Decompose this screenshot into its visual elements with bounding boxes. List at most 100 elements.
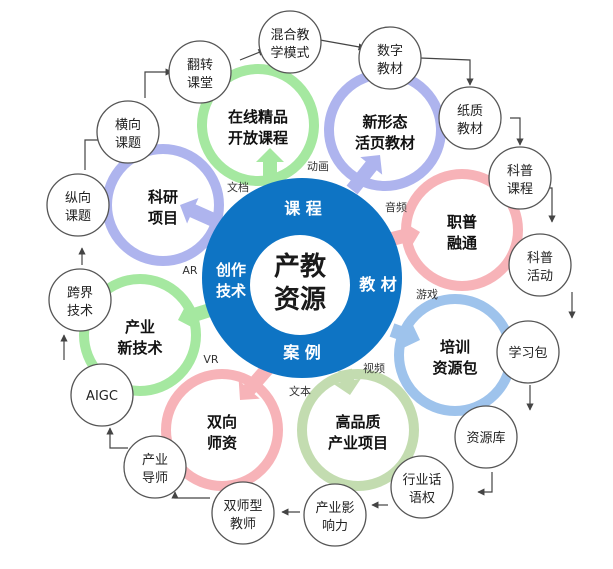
outer-node-label: AIGC (86, 389, 118, 404)
outer-node-label-line1: 纸质 (457, 104, 483, 119)
center-hub: 产教 资源 课 程 教 材 案 例 创作 技术 (202, 178, 402, 378)
media-label: 动画 (307, 160, 329, 173)
outer-node-label-line2: 课题 (115, 136, 141, 151)
cluster-title-line2: 活页教材 (355, 134, 415, 152)
outer-node-circle (46, 173, 110, 237)
outer-node-circle (96, 100, 160, 164)
outer-node-label-line2: 教师 (230, 516, 256, 532)
connector-horizontal-to-flip (144, 68, 173, 98)
cluster-title-line1: 高品质 (335, 413, 380, 431)
cluster-arrow (346, 155, 383, 195)
connector-paper-to-scicourse (510, 117, 524, 146)
cluster-title-line1: 在线精品 (228, 108, 288, 126)
outer-node-label-line2: 课程 (507, 182, 533, 197)
outer-node: 资源库 (454, 405, 518, 469)
cluster-arrow (256, 148, 284, 178)
center-label-course: 课 程 (284, 199, 322, 218)
outer-node-circle (508, 233, 572, 297)
outer-node-circle (496, 320, 560, 384)
outer-node-circle (488, 146, 552, 210)
cluster-title-line2: 融通 (447, 234, 477, 252)
outer-node-label-line2: 技术 (67, 304, 93, 319)
cluster-title-line2: 新技术 (117, 339, 162, 357)
cluster-ring (161, 369, 283, 491)
outer-node-circle (211, 481, 275, 545)
outer-node-circle (48, 268, 112, 332)
outer-node-label-line1: 科普 (527, 251, 553, 266)
media-label: 文档 (227, 180, 249, 194)
outer-node-label-line1: 科普 (507, 164, 533, 179)
outer-node-label-line1: 纵向 (65, 190, 91, 206)
outer-node: AIGC (70, 363, 134, 427)
cluster-title-line1: 新形态 (362, 113, 407, 131)
center-label-case: 案 例 (282, 343, 321, 362)
cluster-title-line1: 科研 (148, 188, 178, 206)
outer-node-label-line2: 教材 (457, 121, 483, 137)
cluster-title-line1: 培训 (440, 338, 470, 356)
media-label: 游戏 (416, 288, 438, 301)
outer-node-label-line2: 导师 (142, 471, 168, 486)
media-label: 音频 (385, 200, 407, 214)
media-label: AR (182, 264, 198, 277)
cluster-arrow (333, 368, 361, 395)
cluster-arrow (178, 302, 213, 330)
outer-node-label-line2: 课题 (65, 209, 91, 224)
media-label: 文本 (289, 384, 311, 398)
outer-node-label-line2: 教材 (377, 61, 403, 77)
outer-nodes: 混合教学模式数字教材纸质教材科普课程科普活动学习包资源库行业话语权产业影响力双师… (46, 10, 572, 547)
connector-lines (60, 39, 576, 516)
connector-repo-to-voice (477, 472, 493, 496)
outer-node-label-line2: 活动 (527, 269, 553, 284)
outer-node-circle (168, 40, 232, 104)
outer-node: 学习包 (496, 320, 560, 384)
cluster-ring (79, 274, 201, 396)
outer-node-label: 资源库 (466, 430, 505, 446)
outer-node-label-line1: 数字 (377, 44, 403, 59)
center-label-creative-line1: 创作 (215, 261, 246, 279)
outer-node-label: 学习包 (508, 345, 547, 361)
outer-node-circle (123, 435, 187, 499)
outer-node-label-line1: 翻转 (187, 58, 213, 73)
cluster-title-line2: 产业项目 (328, 434, 388, 452)
cluster-arrows (178, 148, 420, 400)
cluster-title-line1: 职普 (447, 213, 477, 231)
outer-node-label-line1: 横向 (115, 117, 141, 133)
outer-node-label-line1: 产业 (142, 453, 168, 468)
outer-node-label-line1: 行业话 (402, 473, 441, 488)
outer-node-label-line2: 响力 (322, 518, 348, 534)
outer-node-circle (390, 455, 454, 519)
outer-node-circle (303, 483, 367, 547)
cluster-title-line1: 双向 (207, 413, 237, 431)
outer-node-label-line1: 跨界 (67, 286, 93, 301)
center-inner-circle (250, 235, 350, 335)
center-title-line2: 资源 (274, 285, 326, 315)
connector-digital-to-paper (419, 57, 474, 86)
outer-node-circle (358, 26, 422, 90)
outer-node-circle (438, 86, 502, 150)
cluster-title-line2: 项目 (148, 209, 178, 227)
center-label-creative-line2: 技术 (216, 282, 246, 300)
cluster-arrow (238, 363, 274, 400)
media-label: 视频 (363, 361, 385, 375)
cluster-title-line2: 开放课程 (228, 129, 288, 147)
